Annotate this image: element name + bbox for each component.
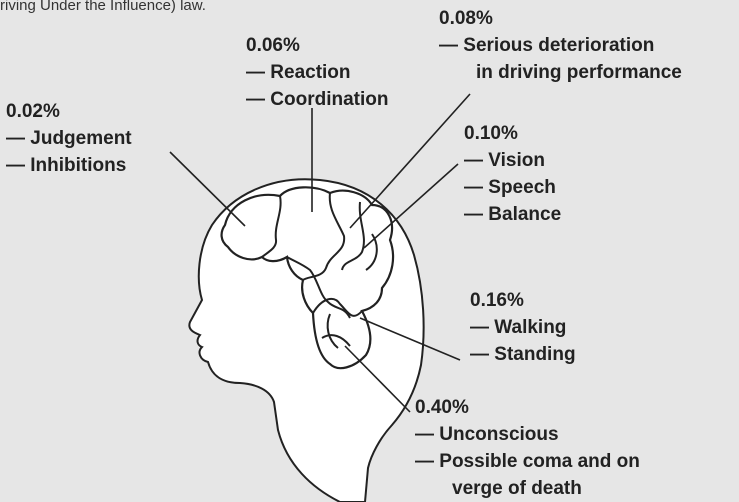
leader-line-010 <box>363 163 459 249</box>
bac-group-0-02: 0.02% — Judgement — Inhibitions <box>6 98 132 179</box>
effect-label: — Vision <box>464 150 545 171</box>
bac-group-0-08: 0.08% — Serious deterioration in driving… <box>439 5 682 86</box>
effect-label: — Judgement <box>6 128 132 149</box>
bac-percent-label: 0.10% <box>464 123 518 144</box>
effect-label: — Balance <box>464 204 562 225</box>
fold-frontal <box>261 195 282 258</box>
effect-label-continuation: in driving performance <box>476 62 682 83</box>
fold-brainstem <box>321 334 351 347</box>
bac-group-0-40: 0.40% — Unconscious — Possible coma and … <box>415 394 640 502</box>
fold-cerebellum <box>312 297 363 317</box>
header-text-fragment: riving Under the Influence) law. <box>0 0 206 14</box>
bac-percent-label: 0.16% <box>470 290 524 311</box>
fold-occipital <box>365 233 378 271</box>
bac-group-0-16: 0.16% — Walking — Standing <box>470 287 576 368</box>
effect-label: — Serious deterioration <box>439 35 655 56</box>
effect-label: — Unconscious <box>415 424 559 445</box>
leader-line-008 <box>349 93 471 229</box>
brain-folds <box>261 192 378 349</box>
bac-percent-label: 0.06% <box>246 35 300 56</box>
effect-label: — Reaction <box>246 62 351 83</box>
effect-label: — Inhibitions <box>6 155 127 176</box>
bac-percent-label: 0.40% <box>415 397 469 418</box>
bac-percent-label: 0.08% <box>439 8 493 29</box>
fold-parietal <box>341 201 365 271</box>
leader-line-016 <box>359 317 461 361</box>
bac-group-0-06: 0.06% — Reaction — Coordination <box>246 32 388 113</box>
fold-temporal <box>286 256 351 319</box>
bac-group-0-10: 0.10% — Vision — Speech — Balance <box>464 120 561 228</box>
bac-percent-label: 0.02% <box>6 101 60 122</box>
leader-lines <box>169 93 471 413</box>
effect-label: — Coordination <box>246 89 389 110</box>
effect-label: — Speech <box>464 177 556 198</box>
effect-label: — Standing <box>470 344 576 365</box>
effect-label: — Walking <box>470 317 567 338</box>
effect-label-continuation: verge of death <box>452 478 582 499</box>
fold-inner-lobe <box>326 313 339 349</box>
leader-line-040 <box>344 345 411 413</box>
leader-line-002 <box>169 151 246 227</box>
effect-label: — Possible coma and on <box>415 451 640 472</box>
